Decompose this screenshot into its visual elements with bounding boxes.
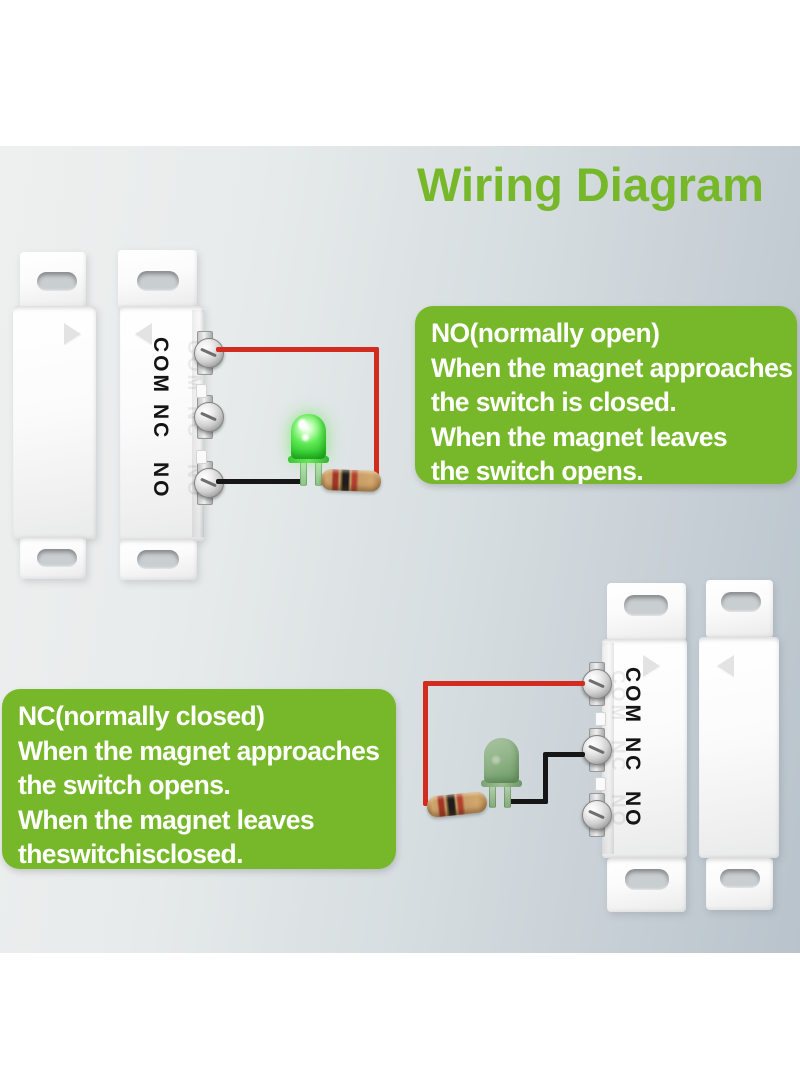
embossed-terminal-label: NO (607, 794, 628, 829)
wire-red (425, 681, 585, 686)
alignment-arrow-icon (643, 655, 660, 677)
callout-line: When the magnet leaves (431, 421, 728, 452)
no-callout: NO(normally open) When the magnet approa… (415, 306, 797, 484)
wire-black (508, 799, 548, 804)
terminal-label-com: COM (621, 667, 644, 725)
magnet-body (13, 306, 96, 539)
embossed-terminal-label: COM (607, 670, 628, 724)
terminal-label-no: NO (149, 462, 172, 500)
led-flange (288, 456, 329, 463)
mounting-hole (137, 550, 179, 569)
callout-line: When the magnet leaves (18, 804, 315, 835)
magnet-top-flange (706, 580, 773, 638)
terminal-divider (196, 450, 207, 464)
magnet-body (699, 637, 779, 858)
wire-red (374, 347, 379, 483)
terminal-screw-icon (582, 669, 612, 699)
terminal-label-com: COM (149, 337, 172, 395)
terminal-divider (595, 777, 606, 791)
mounting-hole (625, 869, 669, 890)
magnet-bottom-flange (706, 858, 773, 910)
switch-bottom-flange (120, 539, 197, 580)
alignment-arrow-icon (717, 655, 734, 677)
terminal-label-nc: NC (149, 404, 172, 441)
alignment-arrow-icon (64, 323, 81, 345)
wire-black (216, 479, 304, 484)
switch-top-flange (118, 250, 197, 308)
led-leg (489, 784, 496, 808)
terminal-divider (196, 384, 207, 398)
led-leg (300, 460, 307, 486)
wire-red (423, 681, 428, 806)
callout-line: the switch is closed. (431, 387, 677, 418)
callout-line: When the magnet approaches (18, 735, 380, 766)
mounting-hole (720, 869, 760, 888)
wire-red (216, 347, 379, 352)
switch-bottom-flange (607, 858, 686, 912)
mounting-hole (721, 592, 761, 612)
alignment-arrow-icon (135, 323, 152, 345)
callout-line: When the magnet approaches (431, 352, 793, 383)
wire-black (543, 752, 548, 804)
mounting-hole (624, 595, 668, 616)
terminal-screw-icon (582, 735, 612, 765)
terminal-screw-icon (582, 800, 612, 830)
nc-callout: NC(normally closed) When the magnet appr… (2, 689, 396, 869)
terminal-screw-icon (194, 468, 224, 498)
led-on-icon (291, 414, 326, 459)
mounting-hole (37, 549, 77, 567)
wire-black (545, 752, 585, 757)
led-flange (481, 780, 522, 787)
callout-line: NC(normally closed) (18, 701, 265, 731)
terminal-screw-icon (194, 402, 224, 432)
embossed-terminal-label: NC (607, 740, 628, 774)
page-title: Wiring Diagram (417, 158, 764, 211)
mounting-hole (37, 272, 77, 291)
magnet-bottom-flange (20, 537, 86, 579)
led-leg (504, 784, 511, 808)
magnet-top-flange (20, 252, 86, 310)
led-off-icon (484, 738, 519, 783)
terminal-label-nc: NC (621, 737, 644, 774)
terminal-divider (595, 712, 606, 726)
terminal-label-no: NO (621, 791, 644, 829)
callout-line: the switch opens. (431, 456, 644, 484)
terminal-screw-icon (194, 338, 224, 368)
callout-line: theswitchisclosed. (18, 839, 243, 869)
callout-line: NO(normally open) (431, 318, 660, 348)
callout-line: the switch opens. (18, 770, 231, 801)
switch-top-flange (607, 583, 686, 641)
resistor-icon (320, 468, 382, 493)
mounting-hole (137, 271, 179, 291)
